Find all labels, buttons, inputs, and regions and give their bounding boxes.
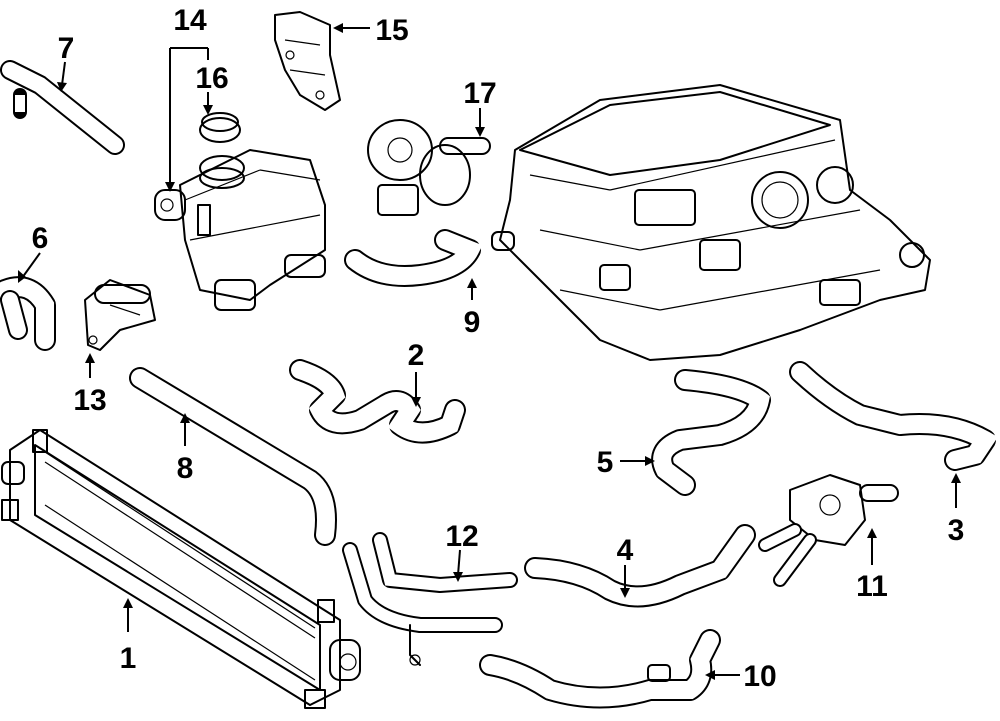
callout-5: 5 xyxy=(597,446,614,479)
part-cap-16 xyxy=(199,112,241,143)
callout-16: 16 xyxy=(195,62,228,95)
callout-9: 9 xyxy=(464,306,481,339)
callout-2: 2 xyxy=(408,339,425,372)
part-water-pump xyxy=(367,119,491,216)
part-radiator xyxy=(1,429,361,709)
part-inverter-assembly xyxy=(491,84,931,361)
part-hose-7 xyxy=(0,60,125,155)
callout-15: 15 xyxy=(375,14,408,47)
part-reservoir-tank xyxy=(154,149,326,311)
part-valve-11 xyxy=(758,474,899,587)
callout-12: 12 xyxy=(445,520,478,553)
callout-labels: 1 2 3 4 5 6 7 8 9 10 11 12 13 14 15 16 1… xyxy=(32,4,965,693)
part-hose-9 xyxy=(344,229,483,287)
part-hose-5 xyxy=(651,369,771,496)
leader-lines xyxy=(18,23,961,680)
part-hose-4 xyxy=(524,524,756,608)
callout-1: 1 xyxy=(120,642,137,675)
part-hose-6 xyxy=(0,276,56,351)
callout-17: 17 xyxy=(463,77,496,110)
callout-8: 8 xyxy=(177,452,194,485)
callout-3: 3 xyxy=(948,514,965,547)
part-hose-2 xyxy=(289,359,466,444)
part-hose-3 xyxy=(789,361,998,471)
callout-11: 11 xyxy=(856,570,888,603)
part-pipe-12 xyxy=(342,532,518,666)
callout-13: 13 xyxy=(73,384,106,417)
part-bracket-15 xyxy=(274,11,341,111)
callout-7: 7 xyxy=(58,32,75,65)
part-bracket-13 xyxy=(84,279,156,351)
part-hose-10 xyxy=(479,629,721,709)
callout-10: 10 xyxy=(743,660,776,693)
callout-14: 14 xyxy=(173,4,207,37)
callout-4: 4 xyxy=(617,534,634,567)
callout-6: 6 xyxy=(32,222,49,255)
